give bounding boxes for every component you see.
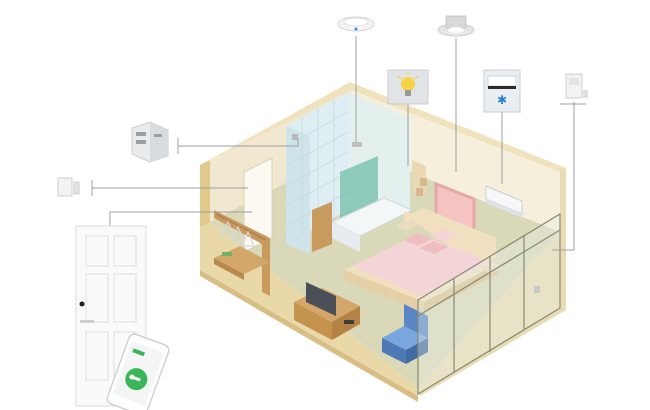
bathroom-switch bbox=[292, 134, 298, 140]
top-rim bbox=[200, 82, 566, 172]
sofa-chair-back bbox=[404, 304, 428, 338]
bed-frame-front bbox=[344, 270, 424, 312]
tv-cabinet-front bbox=[294, 302, 332, 340]
shower-head bbox=[352, 142, 362, 147]
wardrobe-frame bbox=[214, 210, 270, 296]
svg-text:✱: ✱ bbox=[497, 93, 507, 107]
wall-frame-small-2 bbox=[416, 188, 423, 196]
bottom-wall-edge bbox=[200, 270, 418, 402]
bathroom-tile-front bbox=[286, 126, 310, 254]
bed-wall-panel bbox=[412, 160, 426, 196]
phone-key-icon bbox=[106, 333, 170, 410]
tv-remote bbox=[344, 320, 354, 324]
light-bulb-icon bbox=[387, 69, 429, 105]
right-wall-rim bbox=[418, 168, 566, 396]
din-controller-icon bbox=[131, 121, 169, 163]
nightstand-right bbox=[480, 262, 504, 274]
bathtub-side bbox=[332, 222, 360, 252]
entry-bench-front bbox=[214, 258, 244, 280]
tv-screen bbox=[306, 282, 336, 316]
pillow-2 bbox=[420, 241, 448, 254]
left-wall-side bbox=[200, 160, 210, 227]
glass-wall-switch bbox=[534, 286, 540, 293]
smoke-sensor-icon bbox=[337, 16, 375, 32]
door-sensor-icon bbox=[57, 177, 80, 197]
bed-sheet bbox=[352, 234, 490, 296]
wall-frame-small-1 bbox=[420, 178, 427, 186]
leader-entry-door bbox=[109, 211, 252, 228]
pillow-1 bbox=[404, 233, 432, 246]
leader-din bbox=[178, 138, 299, 147]
nightstand-left bbox=[396, 220, 418, 231]
sofa-chair-arm bbox=[382, 338, 406, 364]
leader-curtain bbox=[552, 102, 575, 251]
air-conditioner-icon: ✱ bbox=[483, 69, 521, 113]
pillow-3 bbox=[430, 229, 458, 242]
bathroom-door bbox=[312, 202, 332, 252]
downlight-icon bbox=[437, 15, 475, 37]
sofa-chair-seat bbox=[382, 326, 428, 350]
wall-switch-icon bbox=[565, 73, 588, 99]
balcony-glass-wall bbox=[417, 212, 561, 396]
